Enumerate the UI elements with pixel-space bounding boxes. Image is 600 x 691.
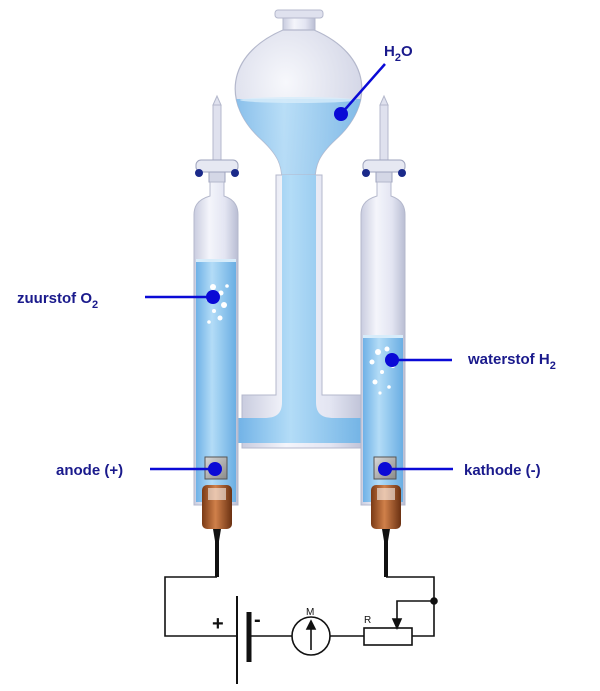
left-stopcock[interactable] [195,159,239,183]
battery-minus-symbol: - [254,609,261,631]
cathode-label: kathode (-) [464,462,541,479]
resistor-label: R [364,615,371,626]
cathode-marker [378,462,392,476]
left-wire [164,576,237,637]
hofmann-voltameter [193,9,406,577]
hydrogen-marker [385,353,399,367]
anode-label: anode (+) [56,462,123,479]
oxygen-label: zuurstof O2 [17,290,98,311]
water-marker [334,107,348,121]
oxygen-marker [206,290,220,304]
right-gas-tube [360,94,406,577]
hydrogen-label: waterstof H2 [467,351,556,372]
central-tube-water [236,175,372,443]
electric-circuit [164,576,438,684]
water-label: H2O [384,43,413,64]
battery-plus-symbol: + [212,613,224,635]
meter-label: M [306,607,314,618]
rheostat-slider [396,600,434,626]
right-wire [386,576,435,601]
label-pointers [145,63,453,476]
right-stopcock[interactable] [362,159,406,183]
junction-node [430,597,438,605]
anode-marker [208,462,222,476]
left-gas-tube [193,94,239,577]
variable-resistor [363,627,413,646]
hydrogen-bubbles [369,346,395,395]
